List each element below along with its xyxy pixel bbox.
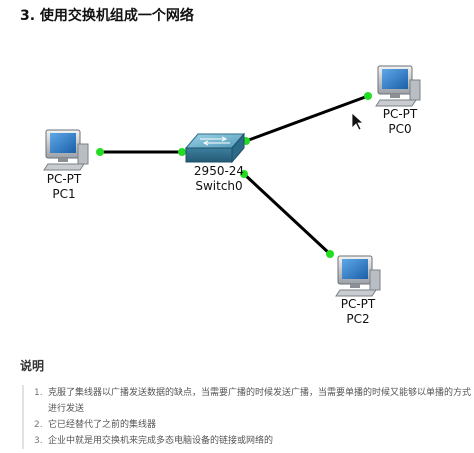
pc0-type: PC-PT xyxy=(382,107,418,121)
pc0-icon[interactable] xyxy=(375,65,421,107)
list-item-number: 2. xyxy=(34,420,43,430)
pc2-label: PC-PT PC2 xyxy=(330,297,386,327)
link-switch-pc0[interactable] xyxy=(245,94,369,143)
network-topology-canvas: PC-PT PC1 PC-PT PC0 PC-PT PC2 2950-24 Sw… xyxy=(0,30,474,350)
notes-title: 说明 xyxy=(20,359,45,373)
list-item: 2. 它已经替代了之前的集线器 xyxy=(34,417,474,433)
pc1-label: PC-PT PC1 xyxy=(36,172,92,202)
page-heading: 3. 使用交换机组成一个网络 xyxy=(20,8,194,24)
pc2-icon[interactable] xyxy=(335,255,381,297)
switch-label: 2950-24 Switch0 xyxy=(184,164,254,194)
pc2-type: PC-PT xyxy=(340,297,376,311)
port-dot xyxy=(178,148,186,156)
list-item: 3. 企业中就是用交换机来完成多态电脑设备的链接或网络的 xyxy=(34,433,474,449)
switch-icon[interactable] xyxy=(184,132,246,164)
link-switch-pc2[interactable] xyxy=(242,172,332,256)
list-item-number: 3. xyxy=(34,436,43,446)
port-dot xyxy=(326,250,334,258)
port-dot xyxy=(364,92,372,100)
switch-name: Switch0 xyxy=(195,179,243,193)
port-dot xyxy=(96,148,104,156)
list-item-text: 克服了集线器以广播发送数据的缺点，当需要广播的时候发送广播，当需要单播的时候又能… xyxy=(48,388,472,414)
list-item-text: 它已经替代了之前的集线器 xyxy=(48,420,157,430)
mouse-cursor-icon xyxy=(351,112,365,131)
list-item-text: 企业中就是用交换机来完成多态电脑设备的链接或网络的 xyxy=(48,436,274,446)
pc1-icon[interactable] xyxy=(43,129,89,171)
list-item: 1. 克服了集线器以广播发送数据的缺点，当需要广播的时候发送广播，当需要单播的时… xyxy=(34,385,474,417)
list-item-number: 1. xyxy=(34,388,43,398)
topology-drawing xyxy=(43,65,421,297)
pc1-name: PC1 xyxy=(52,187,76,201)
pc1-type: PC-PT xyxy=(46,172,82,186)
pc0-name: PC0 xyxy=(388,122,412,136)
pc0-label: PC-PT PC0 xyxy=(372,107,428,137)
pc2-name: PC2 xyxy=(346,312,370,326)
port-dot xyxy=(240,170,248,178)
switch-model: 2950-24 xyxy=(193,164,245,178)
notes-list: 1. 克服了集线器以广播发送数据的缺点，当需要广播的时候发送广播，当需要单播的时… xyxy=(22,385,474,449)
